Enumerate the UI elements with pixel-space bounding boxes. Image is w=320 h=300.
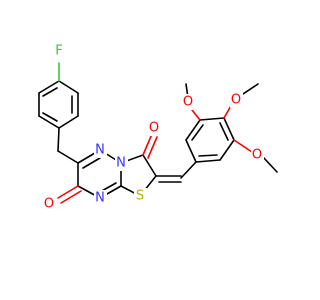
bond [57, 185, 79, 199]
bond [180, 161, 197, 179]
bond [42, 112, 58, 122]
bond [185, 139, 197, 163]
molecule-structure-diagram: F N N N S O O O O O [38, 42, 278, 212]
bond [142, 133, 153, 156]
bond [147, 136, 158, 159]
atom-oxygen-methoxy-2: O [231, 93, 241, 108]
bond [199, 117, 225, 121]
atom-sulfur: S [136, 189, 144, 204]
atom-oxygen-keto-top: O [149, 121, 159, 136]
bond [223, 117, 235, 141]
bond [233, 139, 253, 153]
atom-oxygen-methoxy-1: O [183, 95, 193, 110]
bond [60, 190, 82, 204]
bond [262, 156, 278, 173]
atom-nitrogen-1: N [95, 143, 105, 158]
bond [38, 80, 60, 94]
bond [198, 154, 218, 157]
bond-layer [38, 62, 278, 204]
bond [191, 124, 204, 141]
bond [38, 115, 60, 129]
atom-oxygen-keto-left: O [44, 197, 54, 212]
bond [57, 150, 79, 164]
bond [42, 87, 58, 97]
bond [82, 157, 101, 169]
bond [58, 115, 79, 129]
bond [195, 159, 221, 163]
bond [219, 122, 229, 141]
bond [58, 80, 79, 94]
atom-fluorine: F [55, 44, 62, 59]
atom-nitrogen-2: N [116, 156, 126, 171]
atom-oxygen-methoxy-3: O [252, 148, 262, 163]
bond [185, 119, 201, 141]
bond [142, 154, 157, 177]
atom-nitrogen-3: N [95, 191, 105, 206]
atom-label-layer: F N N N S O O O O O [43, 42, 264, 212]
bond [57, 127, 60, 152]
bond [219, 139, 235, 161]
